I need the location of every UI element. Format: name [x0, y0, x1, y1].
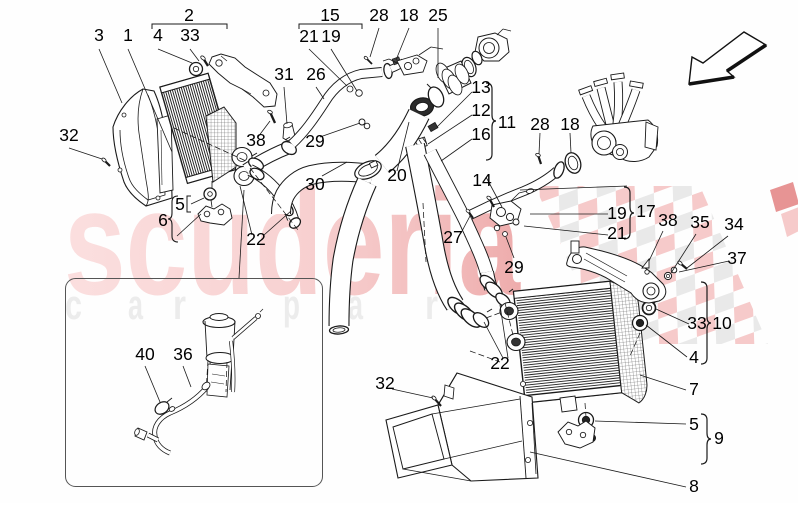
svg-text:5: 5 — [689, 414, 699, 434]
svg-text:28: 28 — [530, 114, 549, 134]
svg-text:17: 17 — [636, 201, 655, 221]
svg-text:9: 9 — [714, 428, 724, 448]
svg-text:38: 38 — [658, 210, 677, 230]
svg-text:21: 21 — [607, 223, 626, 243]
svg-text:28: 28 — [369, 5, 388, 25]
svg-text:3: 3 — [94, 25, 104, 45]
svg-text:4: 4 — [153, 25, 163, 45]
svg-text:p: p — [283, 281, 300, 328]
svg-text:30: 30 — [305, 174, 325, 194]
svg-text:22: 22 — [246, 229, 265, 249]
svg-text:25: 25 — [428, 5, 447, 25]
svg-text:20: 20 — [387, 165, 407, 185]
svg-text:11: 11 — [498, 112, 516, 132]
svg-text:33: 33 — [687, 313, 706, 333]
svg-text:18: 18 — [560, 114, 579, 134]
svg-text:37: 37 — [727, 248, 746, 268]
svg-text:29: 29 — [305, 131, 324, 151]
svg-text:a: a — [128, 281, 143, 328]
svg-text:19: 19 — [607, 203, 626, 223]
svg-text:8: 8 — [689, 476, 699, 496]
svg-text:13: 13 — [471, 77, 490, 97]
svg-text:16: 16 — [471, 124, 490, 144]
svg-text:19: 19 — [321, 26, 340, 46]
svg-text:12: 12 — [471, 100, 490, 120]
svg-text:35: 35 — [690, 212, 709, 232]
svg-text:26: 26 — [306, 64, 325, 84]
svg-text:33: 33 — [180, 25, 199, 45]
svg-text:32: 32 — [59, 125, 78, 145]
svg-text:40: 40 — [135, 344, 155, 364]
svg-text:22: 22 — [490, 353, 509, 373]
svg-text:a: a — [348, 281, 363, 328]
svg-text:21: 21 — [299, 26, 318, 46]
svg-text:34: 34 — [724, 214, 744, 234]
svg-text:1: 1 — [123, 25, 133, 45]
svg-text:14: 14 — [472, 170, 492, 190]
svg-text:5: 5 — [175, 194, 185, 214]
svg-text:31: 31 — [274, 64, 293, 84]
svg-text:27: 27 — [443, 227, 462, 247]
svg-text:2: 2 — [184, 5, 194, 25]
svg-text:c: c — [65, 281, 82, 328]
svg-text:4: 4 — [689, 347, 699, 367]
svg-text:36: 36 — [173, 344, 192, 364]
svg-text:7: 7 — [689, 379, 699, 399]
svg-text:32: 32 — [375, 373, 394, 393]
svg-text:r: r — [173, 281, 186, 328]
svg-text:r: r — [425, 281, 438, 328]
svg-text:18: 18 — [399, 5, 418, 25]
svg-text:15: 15 — [320, 5, 339, 25]
svg-text:29: 29 — [504, 257, 523, 277]
svg-text:6: 6 — [158, 210, 168, 230]
svg-text:38: 38 — [246, 130, 265, 150]
svg-text:10: 10 — [712, 313, 732, 333]
